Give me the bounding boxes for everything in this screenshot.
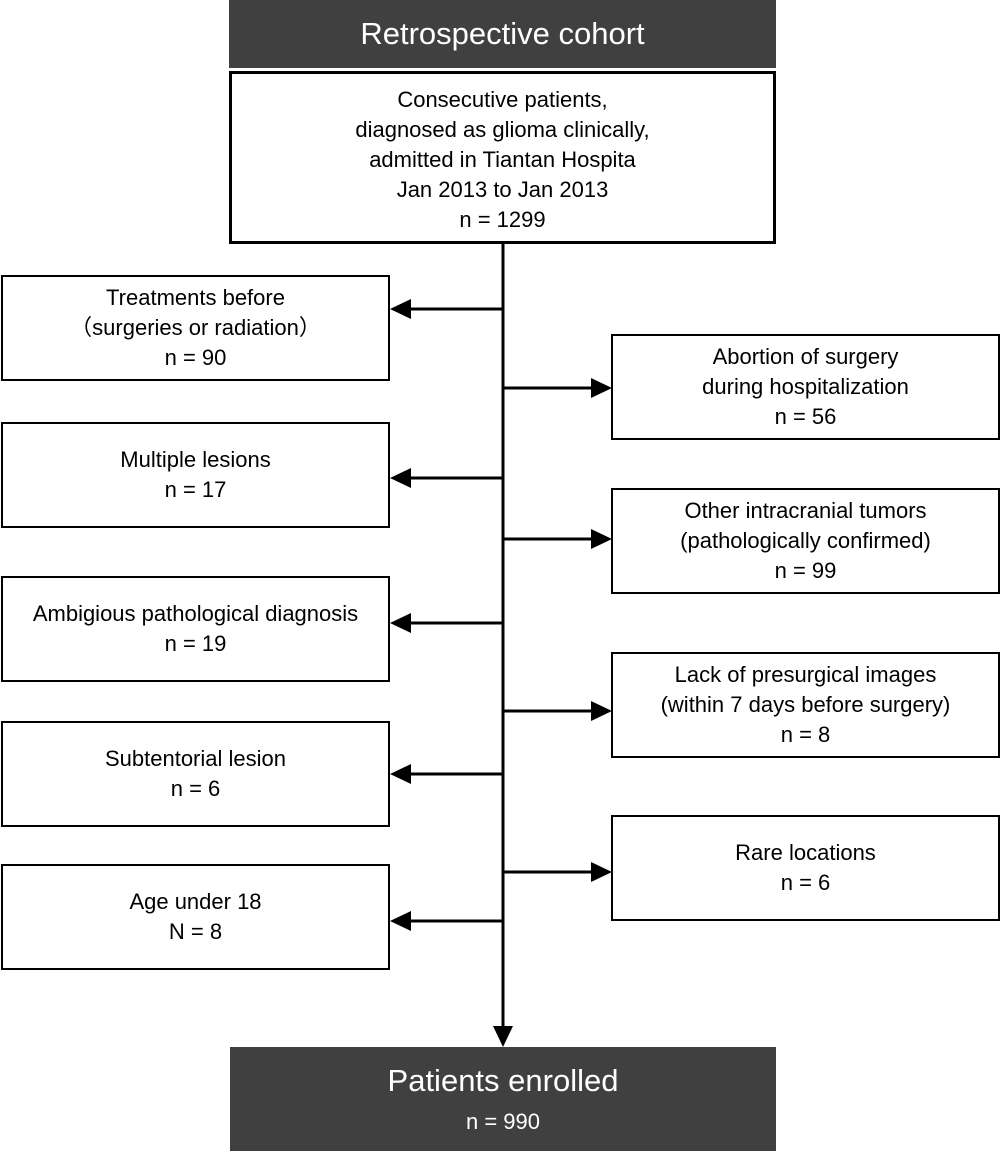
exclusion-age-under-18-box: Age under 18 N = 8 (1, 864, 390, 970)
exclusion-count: n = 19 (164, 631, 227, 656)
exclusion-label: Abortion of surgery (712, 344, 899, 369)
final-count: n = 990 (465, 1109, 540, 1134)
start-count: n = 1299 (459, 206, 546, 232)
exclusion-label: Multiple lesions (120, 447, 271, 472)
exclusion-label: Lack of presurgical images (674, 662, 937, 687)
exclusion-treatments-before-box: Treatments before （surgeries or radiatio… (1, 275, 390, 381)
exclusion-count: n = 99 (774, 558, 837, 583)
exclusion-count: n = 6 (170, 776, 221, 801)
exclusion-lack-of-images-box: Lack of presurgical images (within 7 day… (611, 652, 1000, 758)
exclusion-label: (within 7 days before surgery) (660, 692, 951, 717)
main-arrowhead (493, 1026, 513, 1047)
exclusion-multiple-lesions-box: Multiple lesions n = 17 (1, 422, 390, 528)
exclusion-abortion-of-surgery-box: Abortion of surgery during hospitalizati… (611, 334, 1000, 440)
exclusion-label: Rare locations (735, 840, 876, 865)
exclusion-count: n = 6 (780, 870, 831, 895)
start-line: diagnosed as glioma clinically, (355, 116, 650, 142)
exclusion-label: （surgeries or radiation） (70, 315, 321, 340)
exclusion-label: during hospitalization (702, 374, 909, 399)
exclusion-count: N = 8 (168, 919, 223, 944)
start-line: Jan 2013 to Jan 2013 (396, 176, 609, 202)
exclusion-label: Age under 18 (129, 889, 262, 914)
exclusion-label: Subtentorial lesion (104, 746, 286, 771)
header-title: Retrospective cohort (360, 16, 645, 51)
exclusion-count: n = 90 (164, 345, 227, 370)
header-retrospective-cohort: Retrospective cohort (229, 0, 776, 68)
exclusion-subtentorial-lesion-box: Subtentorial lesion n = 6 (1, 721, 390, 827)
exclusion-count: n = 17 (164, 477, 227, 502)
exclusion-count: n = 56 (774, 404, 837, 429)
exclusion-label: Treatments before (106, 285, 285, 310)
start-line: admitted in Tiantan Hospita (369, 146, 636, 172)
exclusion-other-tumors-box: Other intracranial tumors (pathologicall… (611, 488, 1000, 594)
start-line: Consecutive patients, (397, 86, 608, 112)
exclusion-label: (pathologically confirmed) (680, 528, 931, 553)
final-title: Patients enrolled (387, 1063, 619, 1098)
patients-enrolled-box: Patients enrolled n = 990 (230, 1047, 776, 1151)
exclusion-label: Ambigious pathological diagnosis (32, 601, 359, 626)
exclusion-count: n = 8 (780, 722, 831, 747)
exclusion-rare-locations-box: Rare locations n = 6 (611, 815, 1000, 921)
exclusion-label: Other intracranial tumors (684, 498, 927, 523)
exclusion-ambiguous-diagnosis-box: Ambigious pathological diagnosis n = 19 (1, 576, 390, 682)
consecutive-patients-box: Consecutive patients, diagnosed as gliom… (229, 71, 776, 244)
